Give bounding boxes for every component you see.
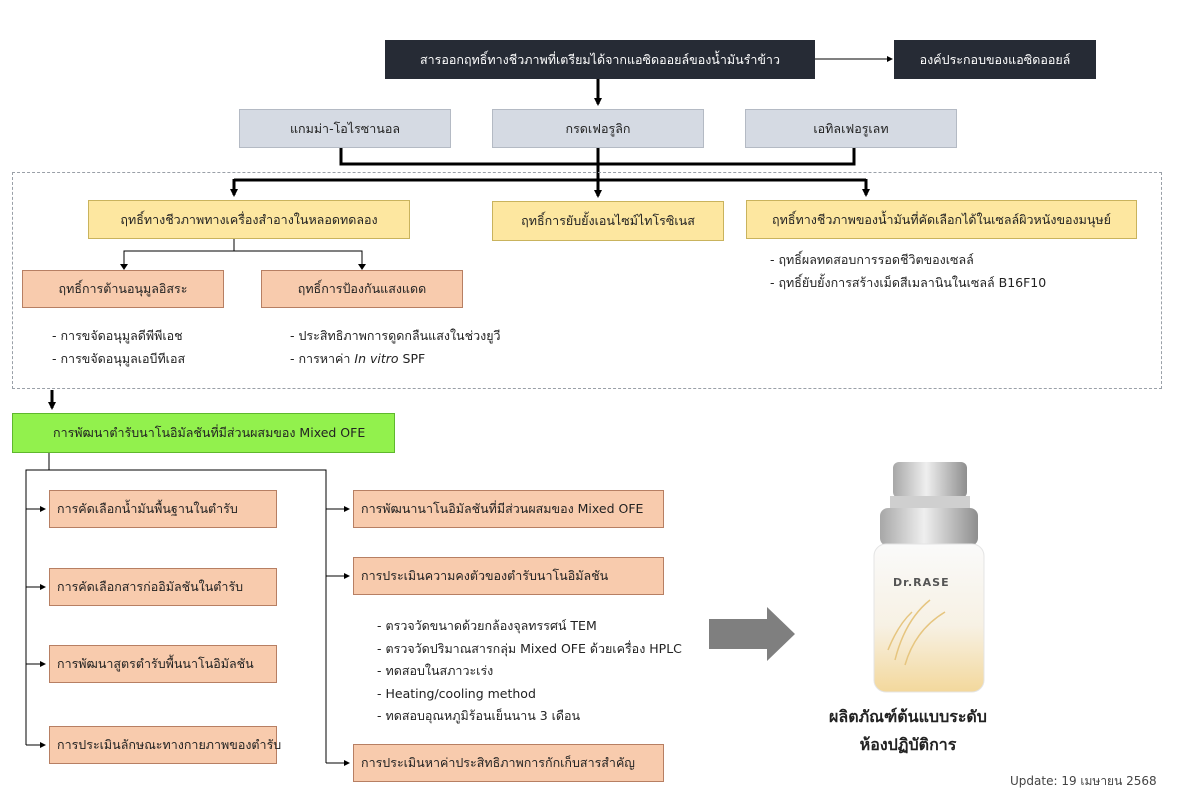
list-item: - ทดสอบอุณหภูมิร้อนเย็นนาน 3 เดือน — [377, 708, 581, 723]
source-box: สารออกฤทธิ์ทางชีวภาพที่เตรียมได้จากแอซิด… — [385, 40, 815, 79]
development-tree — [25, 453, 327, 763]
spf-italic: In vitro — [354, 350, 399, 366]
product-brand-label: Dr.RASE — [893, 576, 950, 589]
product-bottle-icon — [873, 462, 985, 693]
list-item: - ประสิทธิภาพการดูดกลืนแสงในช่วงยูวี — [290, 328, 501, 343]
list-item: - ตรวจวัดปริมาณสารกลุ่ม Mixed OFE ด้วยเค… — [377, 640, 682, 656]
activity-sunscreen: ฤทธิ์การป้องกันแสงแดด — [261, 270, 463, 308]
composition-box: องค์ประกอบของแอซิดออยล์ — [894, 40, 1096, 79]
compound-ferulic-acid: กรดเฟอรูลิก — [492, 109, 704, 148]
activity-cosmetic-invitro: ฤทธิ์ทางชีวภาพทางเครื่องสำอางในหลอดทดลอง — [88, 200, 410, 239]
product-caption-line2: ห้องปฏิบัติการ — [859, 735, 957, 754]
bioactivity-region — [12, 172, 1162, 389]
list-item: - ฤทธิ์ผลทดสอบการรอดชีวิตของเซลล์ — [770, 252, 974, 267]
compound-ethyl-ferulate: เอทิลเฟอรูเลท — [745, 109, 957, 148]
list-item: - ฤทธิ์ยับยั้งการสร้างเม็ดสีเมลานินในเซล… — [770, 274, 1047, 290]
spf-prefix: - การหาค่า — [290, 350, 355, 366]
list-item: - ทดสอบในสภาวะเร่ง — [377, 663, 494, 678]
step-nanoemulsion-dev: การพัฒนานาโนอิมัลชันที่มีส่วนผสมของ Mixe… — [353, 490, 664, 528]
list-item: - การหาค่า In vitro SPF — [290, 348, 501, 371]
big-arrow-icon — [709, 607, 795, 661]
development-box: การพัฒนาตำรับนาโนอิมัลชันที่มีส่วนผสมของ… — [12, 413, 395, 453]
list-item: - Heating/cooling method — [377, 685, 536, 701]
step-base-formula: การพัฒนาสูตรตำรับพื้นนาโนอิมัลชัน — [49, 645, 277, 683]
antioxidant-list: - การขจัดอนุมูลดีพีพีเอช - การขจัดอนุมูล… — [52, 325, 185, 370]
list-item: - การขจัดอนุมูลเอบีทีเอส — [52, 350, 186, 366]
step-entrapment-eval: การประเมินหาค่าประสิทธิภาพการกักเก็บสารส… — [353, 744, 664, 782]
step-physical-eval: การประเมินลักษณะทางกายภาพของตำรับ — [49, 726, 281, 764]
product-caption: ผลิตภัณฑ์ต้นแบบระดับ ห้องปฏิบัติการ — [808, 703, 1008, 759]
update-date: Update: 19 เมษายน 2568 — [1010, 774, 1157, 788]
spf-suffix: SPF — [398, 350, 426, 366]
list-item: - ตรวจวัดขนาดด้วยกล้องจุลทรรศน์ TEM — [377, 618, 597, 633]
sunscreen-list: - ประสิทธิภาพการดูดกลืนแสงในช่วงยูวี - ก… — [290, 325, 501, 370]
step-stability-eval: การประเมินความคงตัวของตำรับนาโนอิมัลชัน — [353, 557, 664, 595]
compound-gamma-oryzanol: แกมม่า-โอไรซานอล — [239, 109, 451, 148]
list-item: - การขจัดอนุมูลดีพีพีเอช — [52, 328, 183, 343]
activity-tyrosinase: ฤทธิ์การยับยั้งเอนไซม์ไทโรซิเนส — [492, 201, 724, 241]
activity-human-skin-cell: ฤทธิ์ทางชีวภาพของน้ำมันที่คัดเลือกได้ในเ… — [746, 200, 1137, 239]
step-base-oil: การคัดเลือกน้ำมันพื้นฐานในตำรับ — [49, 490, 277, 528]
stability-list: - ตรวจวัดขนาดด้วยกล้องจุลทรรศน์ TEM - ตร… — [377, 615, 682, 728]
product-caption-line1: ผลิตภัณฑ์ต้นแบบระดับ — [829, 707, 987, 726]
step-emulsifier: การคัดเลือกสารก่ออิมัลชันในตำรับ — [49, 568, 277, 606]
activity-antioxidant: ฤทธิ์การต้านอนุมูลอิสระ — [22, 270, 224, 308]
invitro-split — [123, 239, 363, 265]
cell-activity-list: - ฤทธิ์ผลทดสอบการรอดชีวิตของเซลล์ - ฤทธิ… — [770, 249, 1046, 294]
